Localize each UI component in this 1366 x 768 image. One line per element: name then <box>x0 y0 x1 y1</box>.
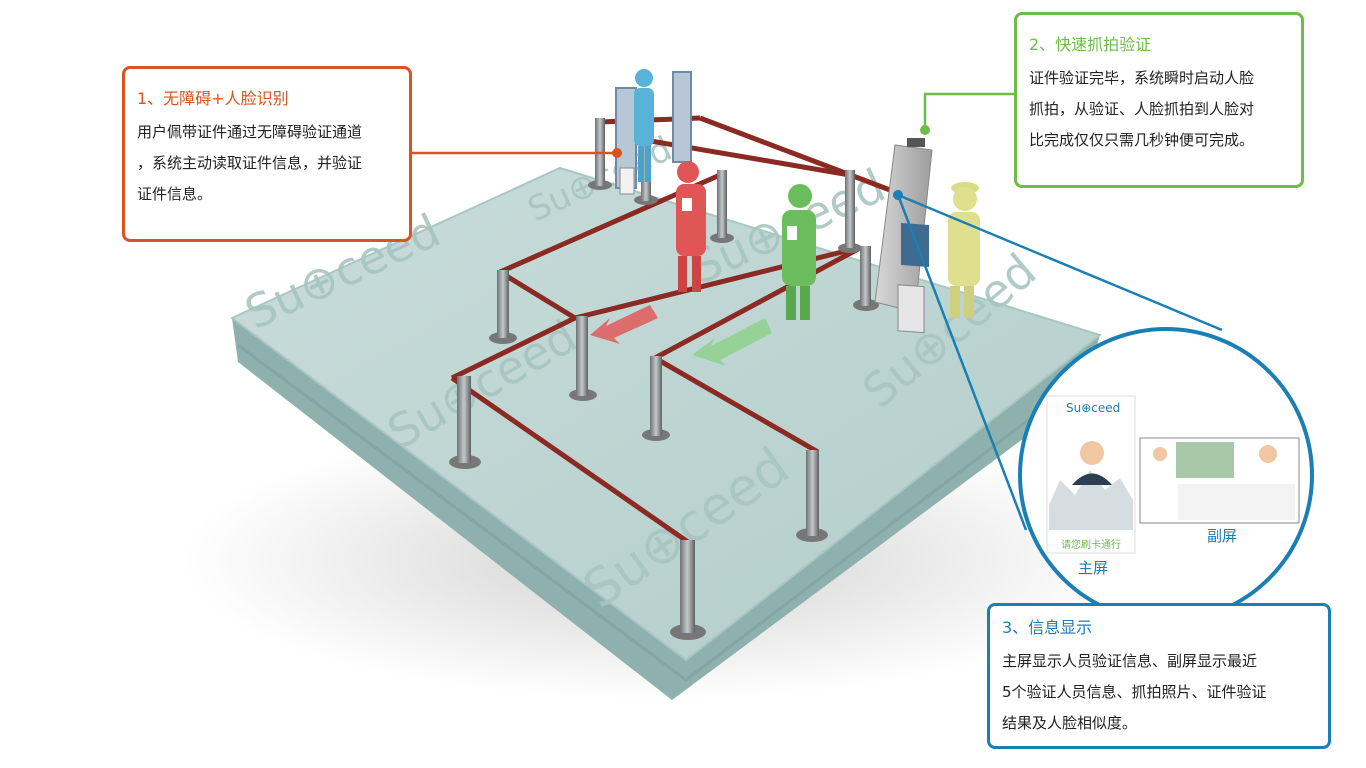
callout-line: 5个验证人员信息、抓拍照片、证件验证 <box>1002 683 1267 701</box>
post <box>449 376 481 469</box>
post <box>838 170 862 253</box>
callout-fast-capture-verification: 2、快速抓拍验证 证件验证完毕，系统瞬时启动人脸 抓拍，从验证、人脸抓拍到人脸对… <box>1014 12 1304 188</box>
post <box>569 316 597 401</box>
callout-line: 抓拍，从验证、人脸抓拍到人脸对 <box>1029 100 1255 118</box>
sub-screen-label: 副屏 <box>1207 527 1237 545</box>
callout-body: 主屏显示人员验证信息、副屏显示最近 5个验证人员信息、抓拍照片、证件验证 结果及… <box>1002 646 1316 739</box>
post <box>489 270 517 344</box>
callout-information-display: 3、信息显示 主屏显示人员验证信息、副屏显示最近 5个验证人员信息、抓拍照片、证… <box>987 603 1331 749</box>
callout-body: 用户佩带证件通过无障碍验证通道 ，系统主动读取证件信息，并验证 证件信息。 <box>137 117 397 210</box>
callout-barrier-free-face-recognition: 1、无障碍+人脸识别 用户佩带证件通过无障碍验证通道 ，系统主动读取证件信息，并… <box>122 66 412 242</box>
post <box>670 540 706 640</box>
person-red <box>676 161 706 292</box>
callout-title: 1、无障碍+人脸识别 <box>137 89 289 108</box>
main-screen-card: Su⊕ceed 请您刷卡通行 <box>1046 395 1136 554</box>
callout-line: 比完成仅仅只需几秒钟便可完成。 <box>1029 131 1255 149</box>
callout-line: 用户佩带证件通过无障碍验证通道 <box>137 123 363 141</box>
verification-kiosk <box>874 138 933 334</box>
brand-logo: Su⊕ceed <box>1066 401 1120 415</box>
callout-line: ，系统主动读取证件信息，并验证 <box>137 154 363 172</box>
post <box>642 356 670 441</box>
person-guard <box>948 182 980 318</box>
camera-icon <box>907 138 925 147</box>
arrow-red-icon <box>590 305 658 344</box>
post <box>710 170 734 243</box>
sub-screen-card <box>1139 437 1300 524</box>
callout-line: 结果及人脸相似度。 <box>1002 714 1138 732</box>
post <box>853 246 879 311</box>
person-green <box>782 184 816 320</box>
post <box>796 450 828 542</box>
zoom-circle: Su⊕ceed 请您刷卡通行 主屏 副屏 <box>1018 327 1314 623</box>
person-blue <box>634 69 654 182</box>
main-screen-label: 主屏 <box>1078 559 1108 577</box>
callout-title: 3、信息显示 <box>1002 618 1093 637</box>
callout-line: 证件信息。 <box>137 185 213 203</box>
callout-line: 证件验证完毕，系统瞬时启动人脸 <box>1029 69 1255 87</box>
callout-line: 主屏显示人员验证信息、副屏显示最近 <box>1002 652 1258 670</box>
arrow-green-icon <box>692 318 772 366</box>
callout-title: 2、快速抓拍验证 <box>1029 35 1152 54</box>
callout-body: 证件验证完毕，系统瞬时启动人脸 抓拍，从验证、人脸抓拍到人脸对 比完成仅仅只需几… <box>1029 63 1289 156</box>
main-screen-prompt: 请您刷卡通行 <box>1061 538 1121 551</box>
connector-lines <box>412 92 1223 531</box>
